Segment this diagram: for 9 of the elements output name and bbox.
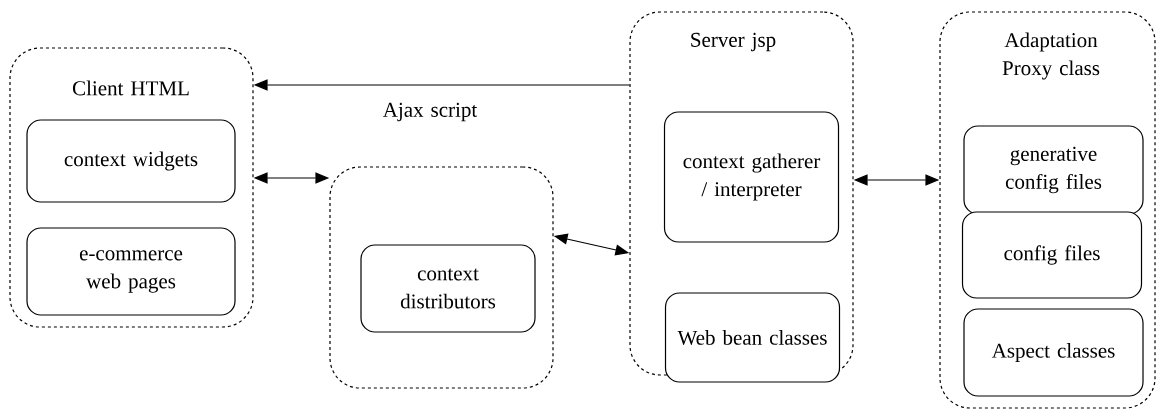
process-box: generative config files [963, 125, 1144, 215]
node-label: Ajax script [382, 102, 478, 122]
process-box: config files [961, 211, 1143, 299]
process-box: Web bean classes [664, 292, 841, 383]
process-box: e-commerce web pages [26, 227, 236, 316]
process-box: context distributors [360, 244, 536, 333]
process-box: context gatherer / interpreter [663, 111, 840, 243]
process-box: Aspect classes [963, 308, 1144, 397]
process-box: context widgets [26, 119, 236, 203]
